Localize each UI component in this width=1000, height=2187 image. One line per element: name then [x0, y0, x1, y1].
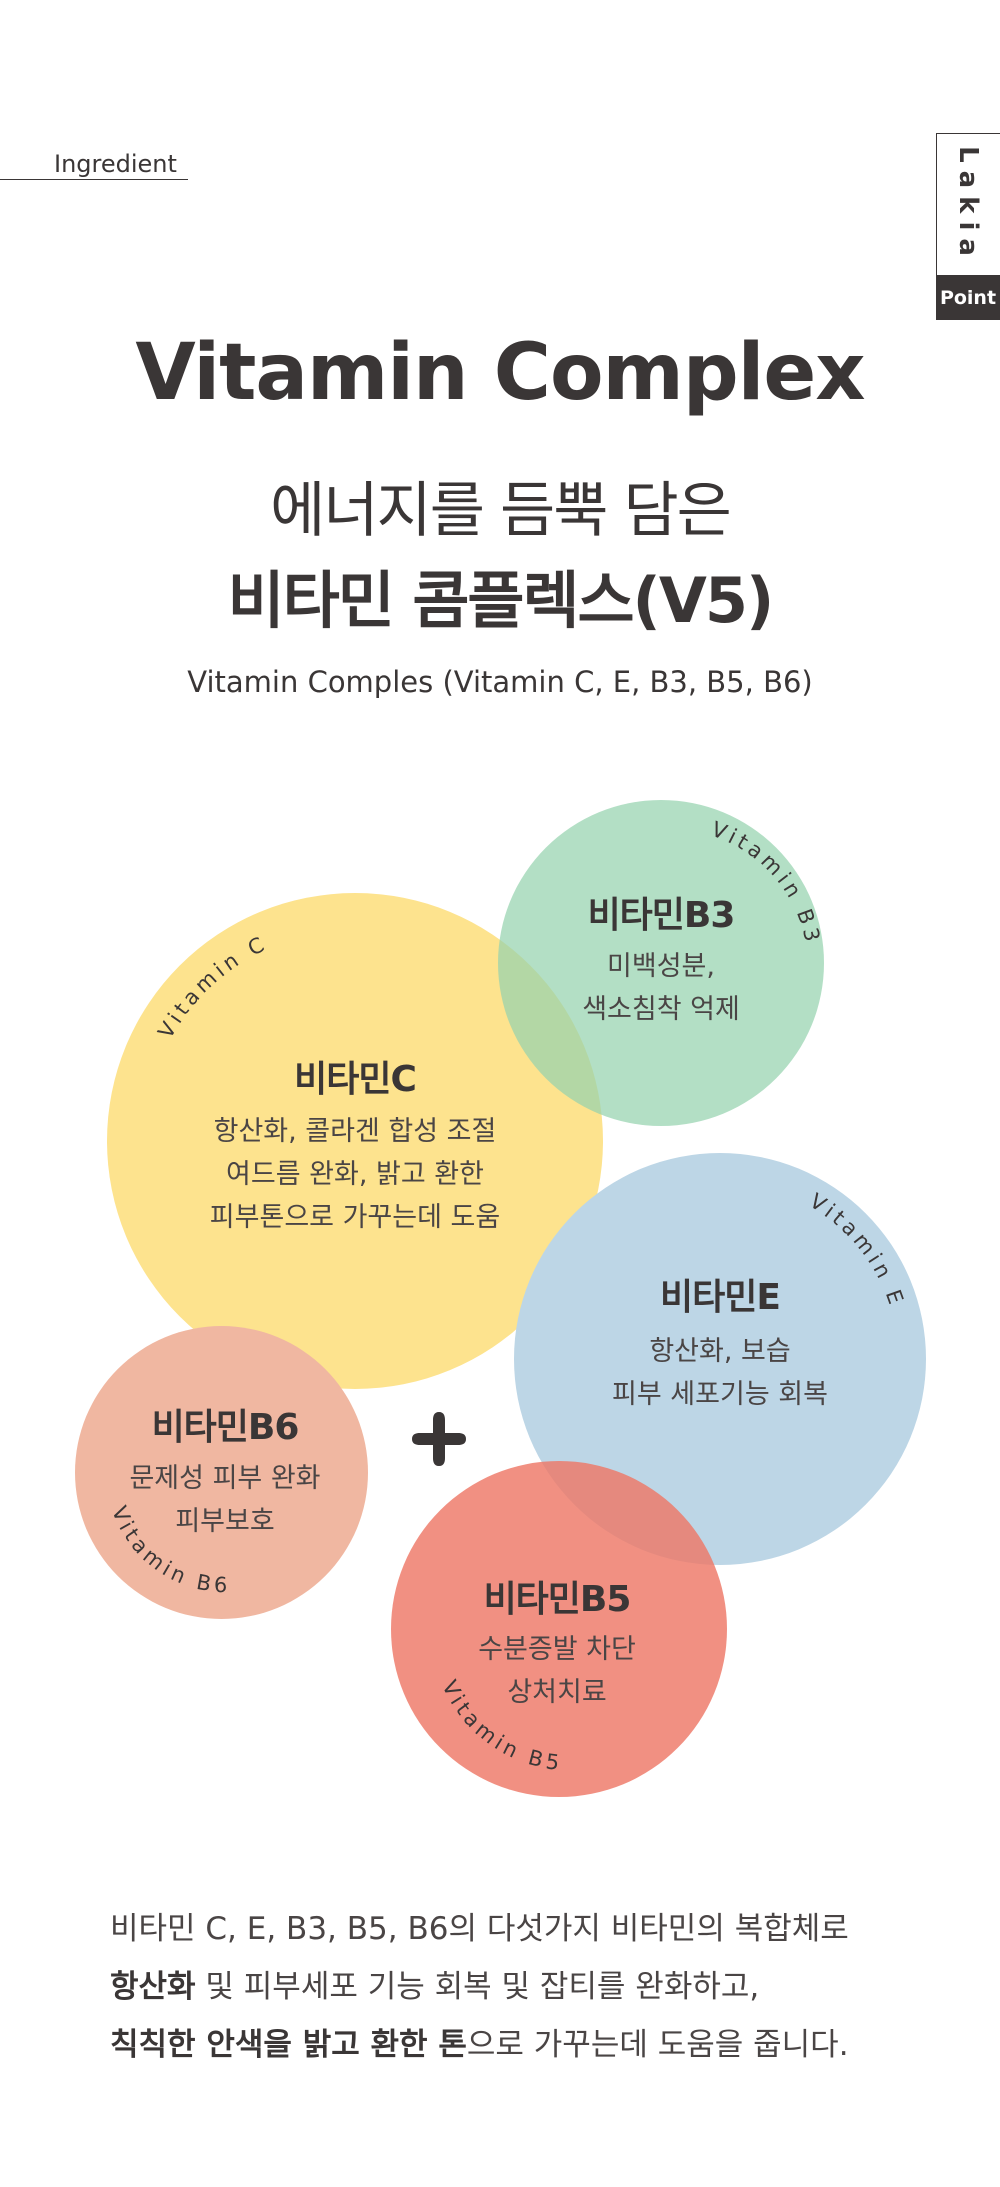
plus-icon [412, 1412, 466, 1466]
vitamin-b3-title: 비타민B3 [587, 895, 736, 936]
vitamin-e-desc-line: 항산화, 보습 [649, 1336, 791, 1367]
summary-line-2-bold: 항산화 [110, 1969, 196, 2005]
vitamin-e-title: 비타민E [660, 1277, 781, 1318]
vitamin-b6-desc-line: 피부보호 [175, 1506, 275, 1537]
vitamin-b3-desc-line: 색소침착 억제 [582, 994, 740, 1025]
side-tab-brand: Lakia [937, 134, 999, 276]
subtitle-line-2: 비타민 콤플렉스(V5) [227, 564, 775, 637]
vitamin-c-description: 항산화, 콜라겐 합성 조절 여드름 완화, 밝고 환한 피부톤으로 가꾸는데 … [155, 1110, 555, 1239]
vitamin-e-description: 항산화, 보습 피부 세포기능 회복 [570, 1330, 870, 1416]
vitamin-c-desc-line: 여드름 완화, 밝고 환한 [226, 1159, 484, 1190]
section-label-underline [0, 179, 188, 180]
vitamin-c-title: 비타민C [294, 1059, 417, 1100]
vitamin-b6-desc-line: 문제성 피부 완화 [129, 1463, 321, 1494]
vitamin-b6-circle [75, 1326, 368, 1619]
vitamin-c-desc-line: 항산화, 콜라겐 합성 조절 [213, 1116, 497, 1147]
vitamin-b5-description: 수분증발 차단 상처치료 [407, 1628, 707, 1714]
summary-line-2: 항산화 및 피부세포 기능 회복 및 잡티를 완화하고, [110, 1958, 849, 2016]
side-tab-brand-text: Lakia [953, 146, 983, 264]
side-tab[interactable]: Lakia Point [936, 133, 1000, 320]
section-label: Ingredient [54, 150, 177, 178]
vitamin-b5-circle [391, 1461, 727, 1797]
vitamin-b3-description: 미백성분, 색소침착 억제 [511, 945, 811, 1031]
vitamin-b6-description: 문제성 피부 완화 피부보호 [75, 1457, 375, 1543]
summary-line-2-rest: 및 피부세포 기능 회복 및 잡티를 완화하고, [195, 1969, 760, 2005]
vitamin-e-desc-line: 피부 세포기능 회복 [612, 1379, 828, 1410]
vitamin-b5-desc-line: 수분증발 차단 [478, 1634, 636, 1665]
page-title: Vitamin Complex [135, 328, 865, 418]
subtitle-line-1: 에너지를 듬뿍 담은 [270, 476, 732, 546]
vitamin-b3-circle [498, 800, 824, 1126]
vitamin-b5-title: 비타민B5 [483, 1579, 632, 1620]
summary-line-3-bold: 칙칙한 안색을 밝고 환한 톤 [110, 2027, 467, 2063]
vitamin-b3-desc-line: 미백성분, [607, 951, 715, 982]
summary-paragraph: 비타민 C, E, B3, B5, B6의 다섯가지 비타민의 복합체로 항산화… [110, 1900, 849, 2074]
summary-line-3: 칙칙한 안색을 밝고 환한 톤으로 가꾸는데 도움을 줍니다. [110, 2016, 849, 2074]
vitamin-c-desc-line: 피부톤으로 가꾸는데 도움 [209, 1202, 501, 1233]
summary-line-3-rest: 으로 가꾸는데 도움을 줍니다. [466, 2027, 849, 2063]
side-tab-point-label: Point [936, 275, 1000, 320]
vitamin-b6-title: 비타민B6 [151, 1407, 300, 1448]
vitamin-b5-desc-line: 상처치료 [507, 1677, 607, 1708]
summary-line-1: 비타민 C, E, B3, B5, B6의 다섯가지 비타민의 복합체로 [110, 1911, 849, 1947]
ingredients-list: Vitamin Comples (Vitamin C, E, B3, B5, B… [187, 665, 813, 699]
